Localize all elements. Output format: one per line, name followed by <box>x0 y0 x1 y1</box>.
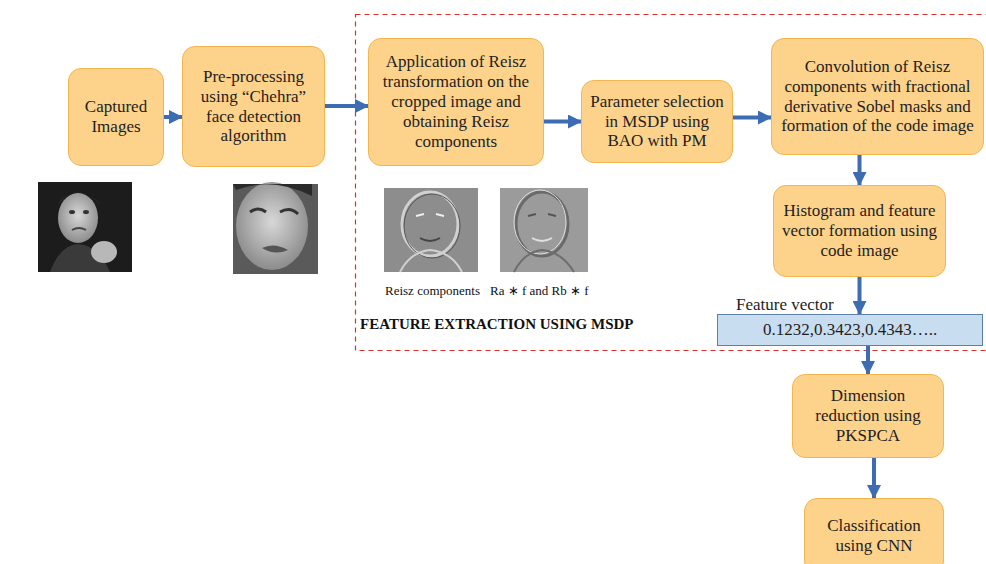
flow-arrow <box>872 458 876 498</box>
box-text: Pre-processing using “Chehra” face detec… <box>189 67 318 147</box>
process-box: Application of Reisz transformation on t… <box>368 38 544 166</box>
feature-vector-box: Feature vector0.1232,0.3423,0.4343….. <box>717 314 983 346</box>
flow-arrow <box>544 120 581 124</box>
process-box: Captured Images <box>68 68 164 166</box>
flow-arrow <box>164 115 182 119</box>
flow-arrow <box>858 277 862 314</box>
cropped-face-photo <box>233 182 318 274</box>
reisz-component-image <box>384 188 478 272</box>
process-box: Dimension reduction using PKSPCA <box>792 374 944 458</box>
flow-arrow <box>866 346 870 374</box>
process-box: Parameter selection in MSDP using BAO wi… <box>581 80 733 163</box>
box-heading: Feature vector <box>736 295 834 315</box>
process-box: Classification using CNN <box>804 498 944 564</box>
captured-photo <box>38 182 132 272</box>
process-box: Pre-processing using “Chehra” face detec… <box>182 46 325 167</box>
process-box: Histogram and feature vector formation u… <box>773 185 946 277</box>
flow-arrow <box>733 116 771 120</box>
box-text: Dimension reduction using PKSPCA <box>799 386 937 446</box>
box-text: Application of Reisz transformation on t… <box>375 52 537 151</box>
box-text: Captured Images <box>75 97 157 137</box>
reisz-component-image <box>500 188 588 272</box>
box-text: Convolution of Reisz components with fra… <box>778 57 977 137</box>
feature-extraction-region <box>356 15 986 351</box>
region-label: FEATURE EXTRACTION USING MSDP <box>360 316 634 333</box>
box-text: Histogram and feature vector formation u… <box>780 201 939 261</box>
flow-arrow <box>325 104 368 108</box>
image-caption: Ra ∗ f and Rb ∗ f <box>490 283 589 299</box>
box-text: Classification using CNN <box>811 516 937 556</box>
process-box: Convolution of Reisz components with fra… <box>771 38 984 155</box>
flow-arrow <box>858 155 862 185</box>
box-text: Parameter selection in MSDP using BAO wi… <box>588 92 726 152</box>
image-caption: Reisz components <box>385 283 480 299</box>
box-text: 0.1232,0.3423,0.4343….. <box>763 320 937 340</box>
